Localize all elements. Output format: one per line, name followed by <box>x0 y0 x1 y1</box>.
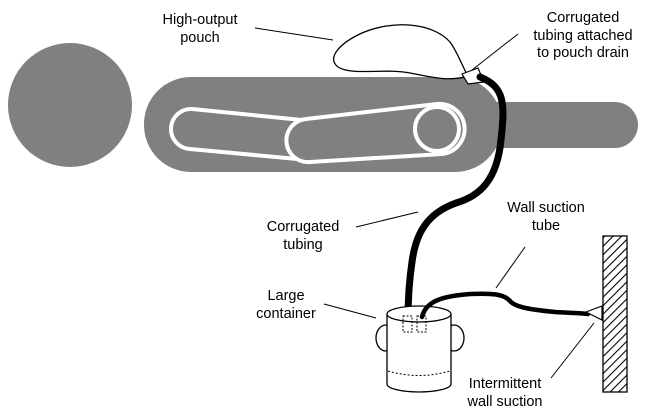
leader-intermittent <box>550 322 595 379</box>
leader-drain <box>471 33 519 71</box>
patient-body <box>8 43 638 172</box>
label-high-output-pouch: High-output pouch <box>162 12 238 46</box>
leader-lines <box>254 27 595 379</box>
patient-arm <box>168 101 467 165</box>
leader-tubing <box>355 211 419 228</box>
wall-connector <box>584 305 603 321</box>
patient-legs <box>470 102 638 148</box>
patient-hand <box>413 105 461 153</box>
container-body <box>387 314 451 384</box>
leader-wall-tube <box>495 246 526 289</box>
leader-pouch <box>254 27 334 41</box>
label-corrugated-tubing: Corrugated tubing <box>266 219 340 253</box>
wall-suction-tube <box>419 291 591 320</box>
corrugated-tubing <box>404 73 507 324</box>
high-output-pouch <box>332 24 469 80</box>
label-intermittent-wall-suction: Intermittent wall suction <box>467 376 543 410</box>
wall <box>602 235 628 393</box>
container-fill-line <box>387 370 451 376</box>
label-drain-tubing: Corrugated tubing attached to pouch drai… <box>533 10 633 61</box>
label-wall-suction-tube: Wall suction tube <box>507 200 585 234</box>
container-port-left <box>402 315 413 333</box>
label-large-container: Large container <box>256 288 316 322</box>
leader-container <box>323 303 377 319</box>
patient-head <box>8 43 132 167</box>
container-lid <box>386 305 452 323</box>
